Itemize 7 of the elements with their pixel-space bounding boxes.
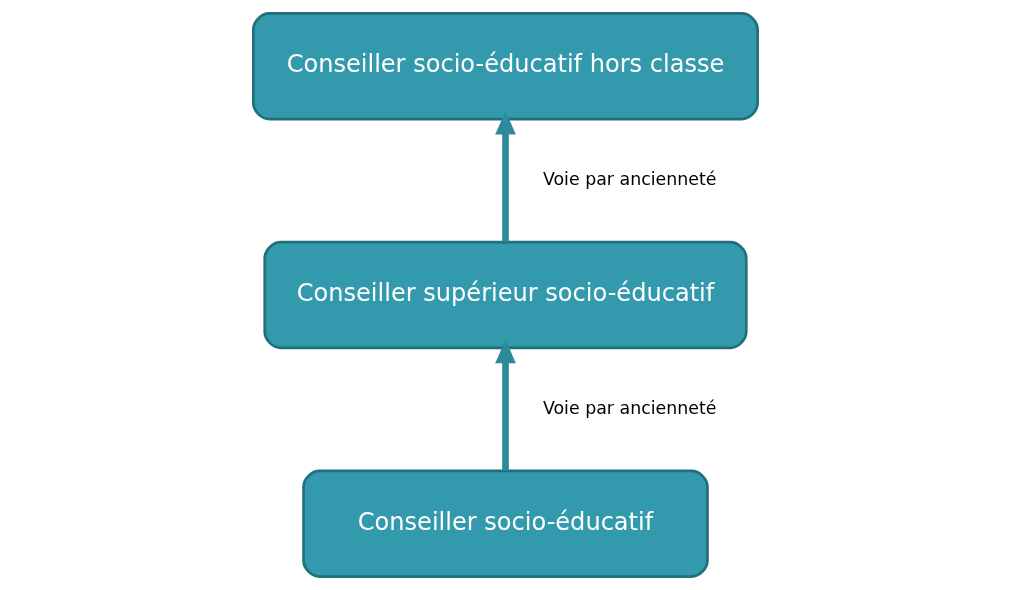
edge-label: Voie par ancienneté [542, 169, 717, 190]
arrow [495, 339, 516, 471]
arrow [495, 110, 516, 242]
edge-label: Voie par ancienneté [542, 397, 717, 418]
node-box: Conseiller supérieur socio-éducatif [263, 240, 748, 350]
node-box: Conseiller socio-éducatif [302, 469, 709, 578]
node-box: Conseiller socio-éducatif hors classe [252, 12, 759, 121]
